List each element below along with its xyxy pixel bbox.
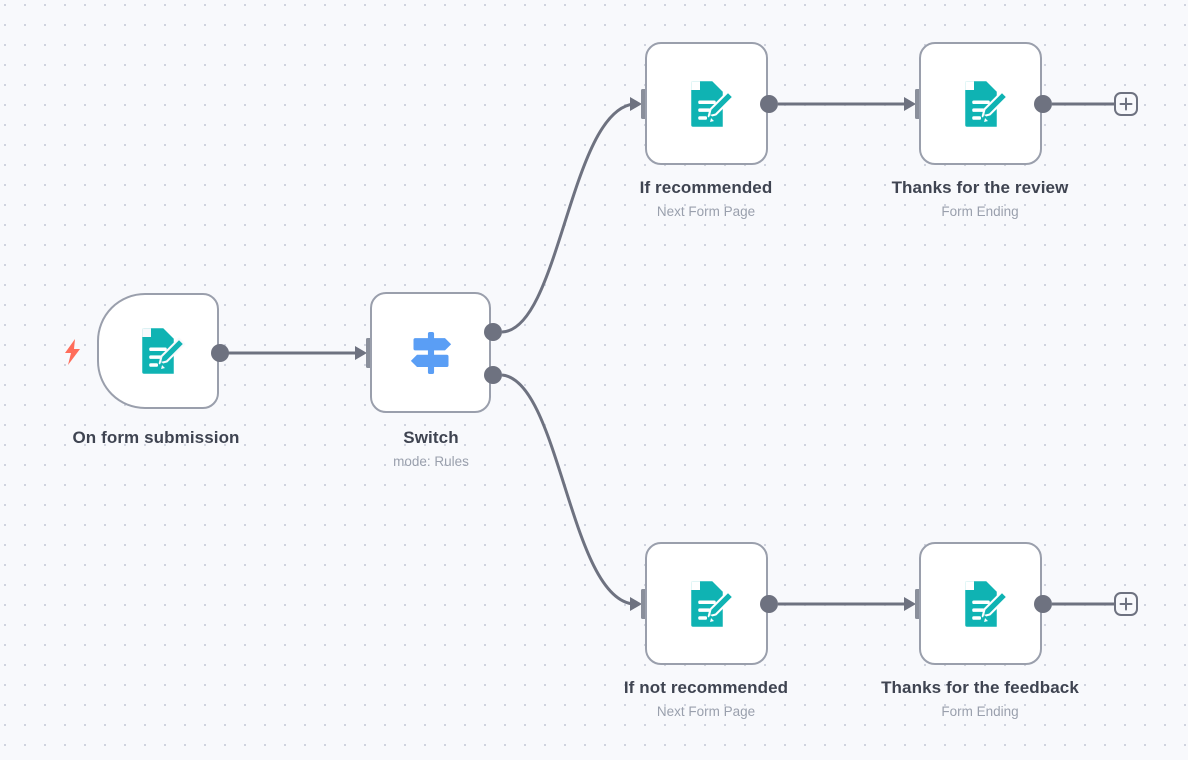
node-title: If not recommended bbox=[623, 678, 789, 697]
output-endpoint-if-recommended[interactable] bbox=[760, 95, 778, 113]
output-endpoint-on-form-submission[interactable] bbox=[211, 344, 229, 362]
node-thanks-for-the-review[interactable] bbox=[919, 42, 1042, 165]
edge-switch0-to-if-recommended bbox=[501, 102, 635, 334]
edge-switch1-to-if-not-recommended bbox=[501, 373, 635, 606]
form-document-pencil-icon bbox=[953, 76, 1009, 132]
output-endpoint-switch-0[interactable] bbox=[484, 323, 502, 341]
node-subtitle: Form Ending bbox=[941, 704, 1019, 719]
form-document-pencil-icon bbox=[130, 323, 186, 379]
node-title: Thanks for the review bbox=[891, 178, 1069, 197]
output-endpoint-thanks-for-the-feedback[interactable] bbox=[1034, 595, 1052, 613]
node-label-if-recommended: If recommended Next Form Page bbox=[606, 177, 806, 222]
node-subtitle: Next Form Page bbox=[656, 204, 756, 219]
node-subtitle: mode: Rules bbox=[393, 454, 469, 469]
plus-icon bbox=[1119, 97, 1133, 111]
add-node-button-top[interactable] bbox=[1114, 92, 1138, 116]
node-label-on-form-submission: On form submission bbox=[56, 427, 256, 449]
node-title: On form submission bbox=[72, 428, 240, 447]
node-title: If recommended bbox=[639, 178, 773, 197]
node-subtitle: Form Ending bbox=[941, 204, 1019, 219]
output-endpoint-thanks-for-the-review[interactable] bbox=[1034, 95, 1052, 113]
node-label-switch: Switch mode: Rules bbox=[331, 427, 531, 472]
node-thanks-for-the-feedback[interactable] bbox=[919, 542, 1042, 665]
node-on-form-submission[interactable] bbox=[97, 293, 219, 409]
output-endpoint-switch-1[interactable] bbox=[484, 366, 502, 384]
signpost-switch-icon bbox=[403, 325, 459, 381]
node-title: Thanks for the feedback bbox=[881, 678, 1079, 697]
node-label-if-not-recommended: If not recommended Next Form Page bbox=[606, 677, 806, 722]
node-if-recommended[interactable] bbox=[645, 42, 768, 165]
add-node-button-bottom[interactable] bbox=[1114, 592, 1138, 616]
form-document-pencil-icon bbox=[679, 576, 735, 632]
node-label-thanks-for-the-feedback: Thanks for the feedback Form Ending bbox=[880, 677, 1080, 722]
node-label-thanks-for-the-review: Thanks for the review Form Ending bbox=[880, 177, 1080, 222]
form-document-pencil-icon bbox=[679, 76, 735, 132]
node-subtitle: Next Form Page bbox=[656, 704, 756, 719]
form-document-pencil-icon bbox=[953, 576, 1009, 632]
lightning-bolt-icon bbox=[63, 339, 83, 365]
plus-icon bbox=[1119, 597, 1133, 611]
node-if-not-recommended[interactable] bbox=[645, 542, 768, 665]
node-switch[interactable] bbox=[370, 292, 491, 413]
output-endpoint-if-not-recommended[interactable] bbox=[760, 595, 778, 613]
node-title: Switch bbox=[403, 428, 459, 447]
